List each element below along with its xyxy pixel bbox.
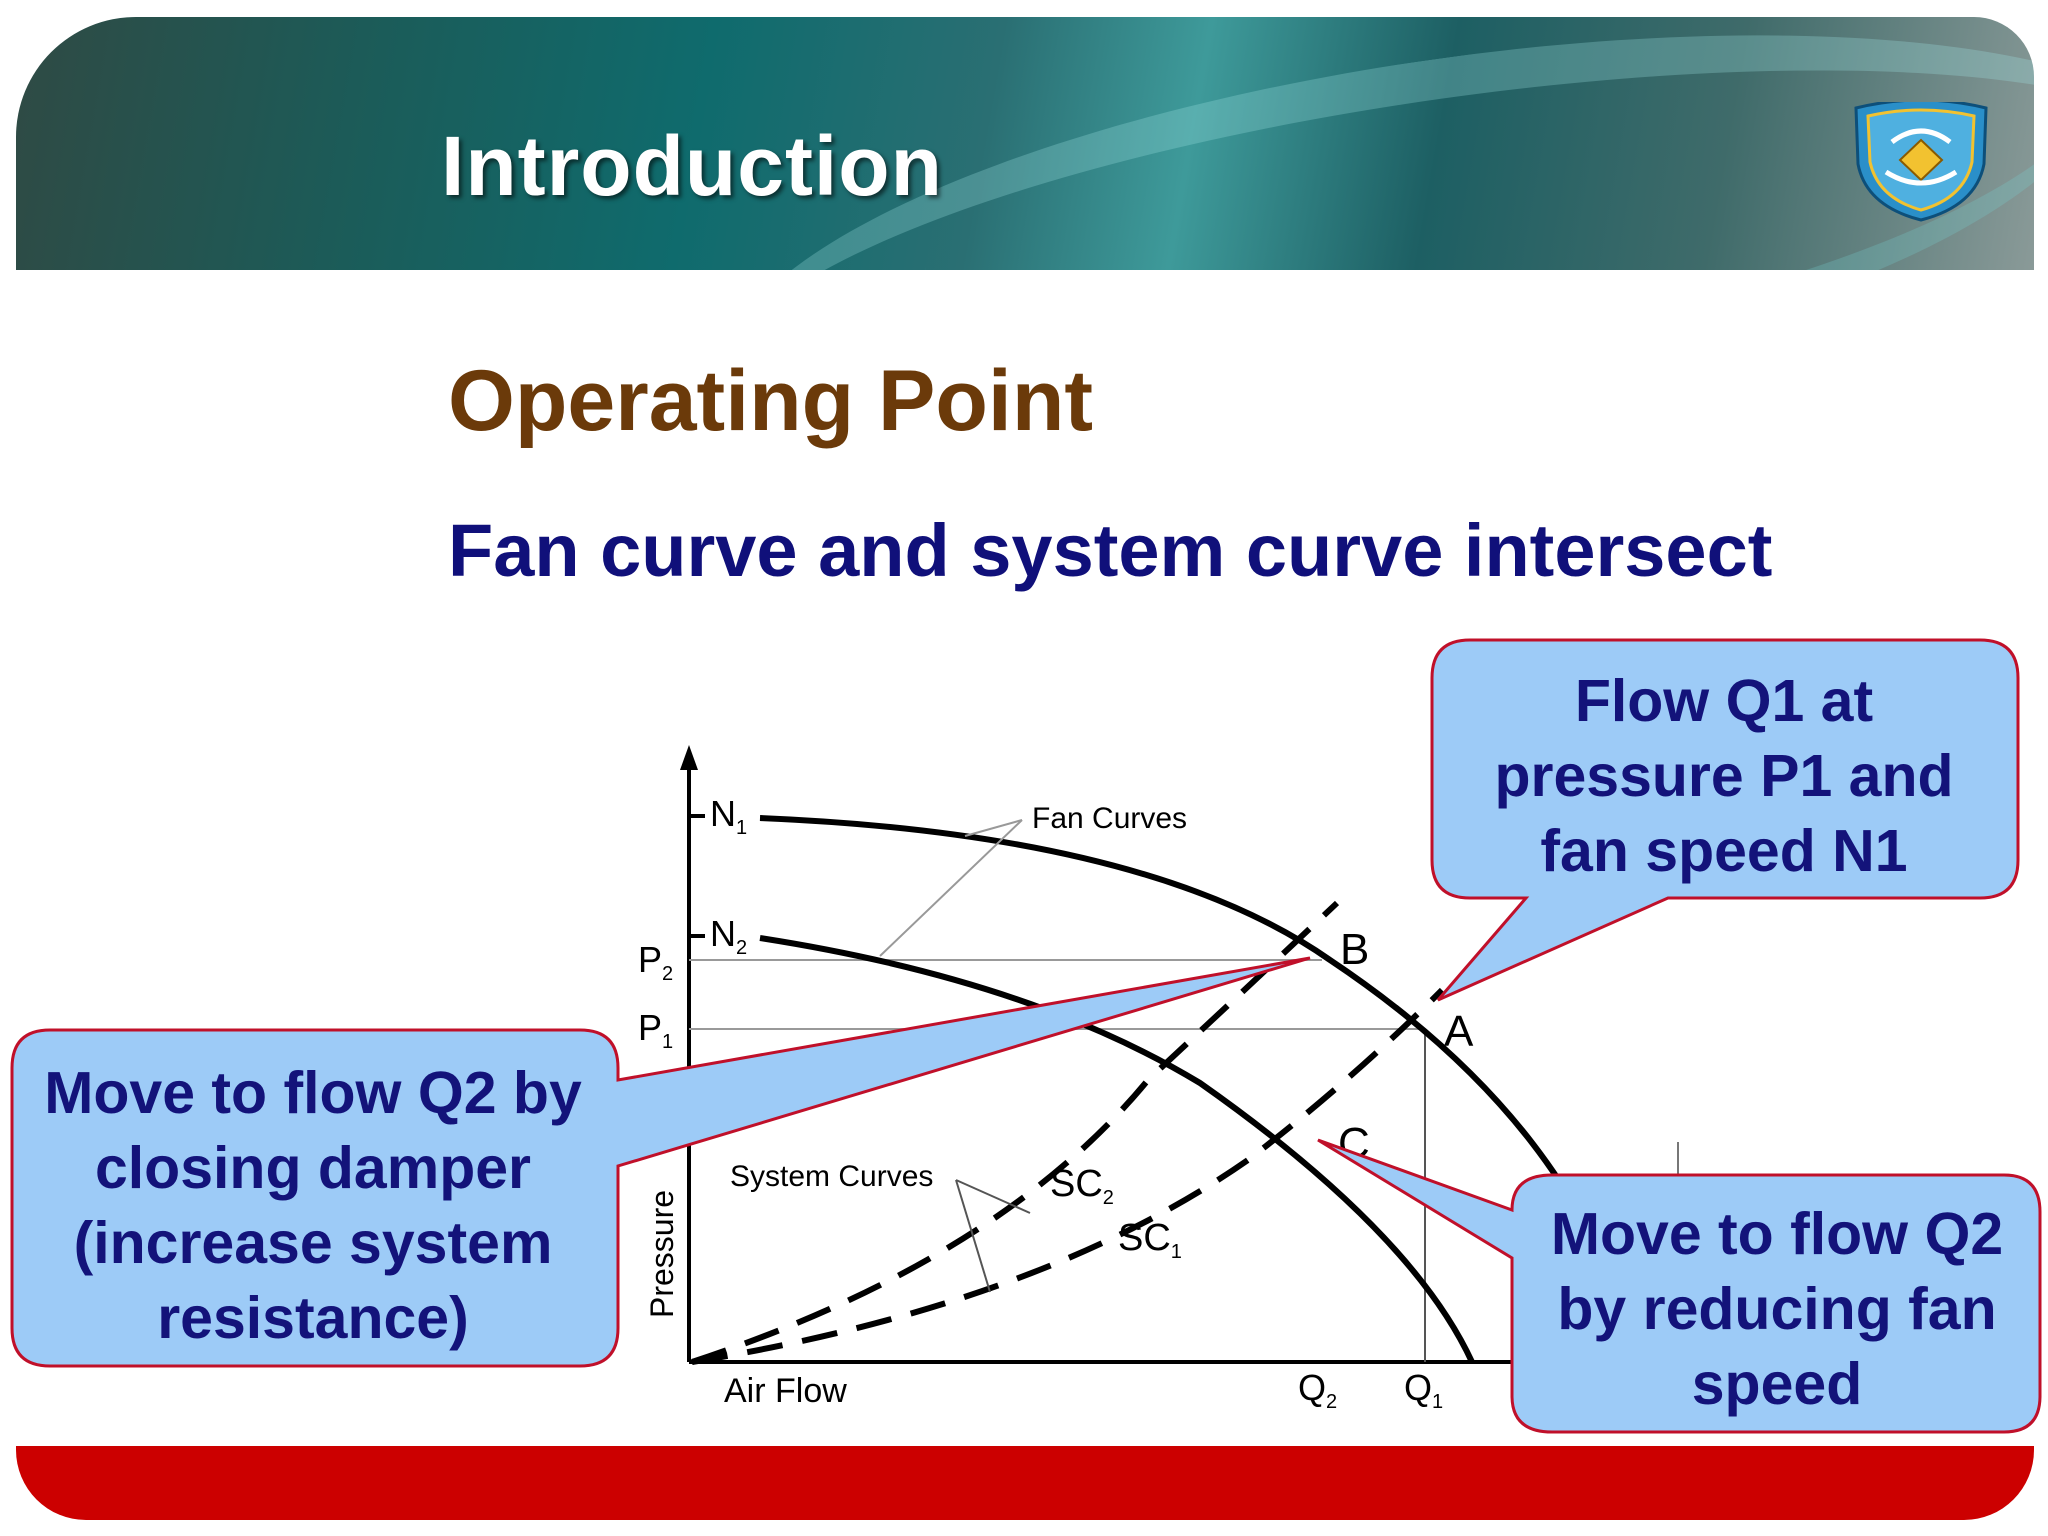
callout-line: (increase system (73, 1210, 553, 1276)
fan-curves-label: Fan Curves (1032, 802, 1187, 835)
slide-title: Operating Point (448, 353, 1093, 449)
callout-bottom-right-text: Move to flow Q2 by reducing fan speed (1512, 1197, 2042, 1422)
q2-label: Q2 (1298, 1367, 1337, 1413)
q1-label: Q1 (1404, 1367, 1443, 1413)
callout-line: closing damper (94, 1135, 532, 1201)
point-b-label: B (1340, 925, 1369, 974)
fan-curve-n1 (759, 815, 1563, 1184)
callout-left-text: Move to flow Q2 by closing damper (incre… (12, 1056, 614, 1356)
callout-line: by reducing fan (1557, 1276, 1997, 1342)
p2-label: P2 (638, 939, 673, 985)
callout-line: resistance) (157, 1285, 469, 1351)
y-axis-label: Pressure (644, 1190, 680, 1318)
n1-label: N1 (710, 793, 747, 839)
n2-label: N2 (710, 913, 747, 959)
system-curves-label: System Curves (730, 1160, 933, 1193)
callout-line: speed (1691, 1351, 1863, 1417)
p1-label: P1 (638, 1007, 673, 1053)
callout-line: Move to flow Q2 by (44, 1060, 582, 1126)
callout-line: Move to flow Q2 (1550, 1201, 2004, 1267)
tut-wuri-handayani-logo (1854, 102, 1988, 222)
system-curves-leader (955, 1179, 991, 1293)
fan-curves-leader (964, 819, 1023, 837)
footer-bar (16, 1446, 2034, 1520)
callout-top-right-shape (1430, 638, 2020, 1002)
sc1-label: SC1 (1118, 1217, 1182, 1263)
slide-subtitle: Fan curve and system curve intersect (448, 509, 1773, 592)
header-title: Introduction (441, 119, 943, 213)
fan-curve-n2 (759, 935, 1475, 1364)
point-a-label: A (1444, 1007, 1474, 1056)
callout-bottom-right-shape (1317, 1138, 2042, 1434)
sc2-label: SC2 (1050, 1163, 1114, 1209)
callout-top-right-text: Flow Q1 at pressure P1 and fan speed N1 (1432, 664, 2016, 889)
callout-line: pressure P1 and (1494, 743, 1954, 809)
callout-left-shape (10, 956, 1311, 1368)
callout-line: fan speed N1 (1540, 818, 1908, 884)
header-banner (16, 17, 2034, 270)
callout-line: Flow Q1 at (1574, 668, 1874, 734)
x-axis-label: Air Flow (724, 1372, 847, 1410)
system-curve-sc1 (691, 987, 1445, 1365)
fan-curves-leader (879, 819, 1023, 957)
system-curves-leader (955, 1179, 1031, 1214)
y-axis-arrow (680, 745, 698, 770)
